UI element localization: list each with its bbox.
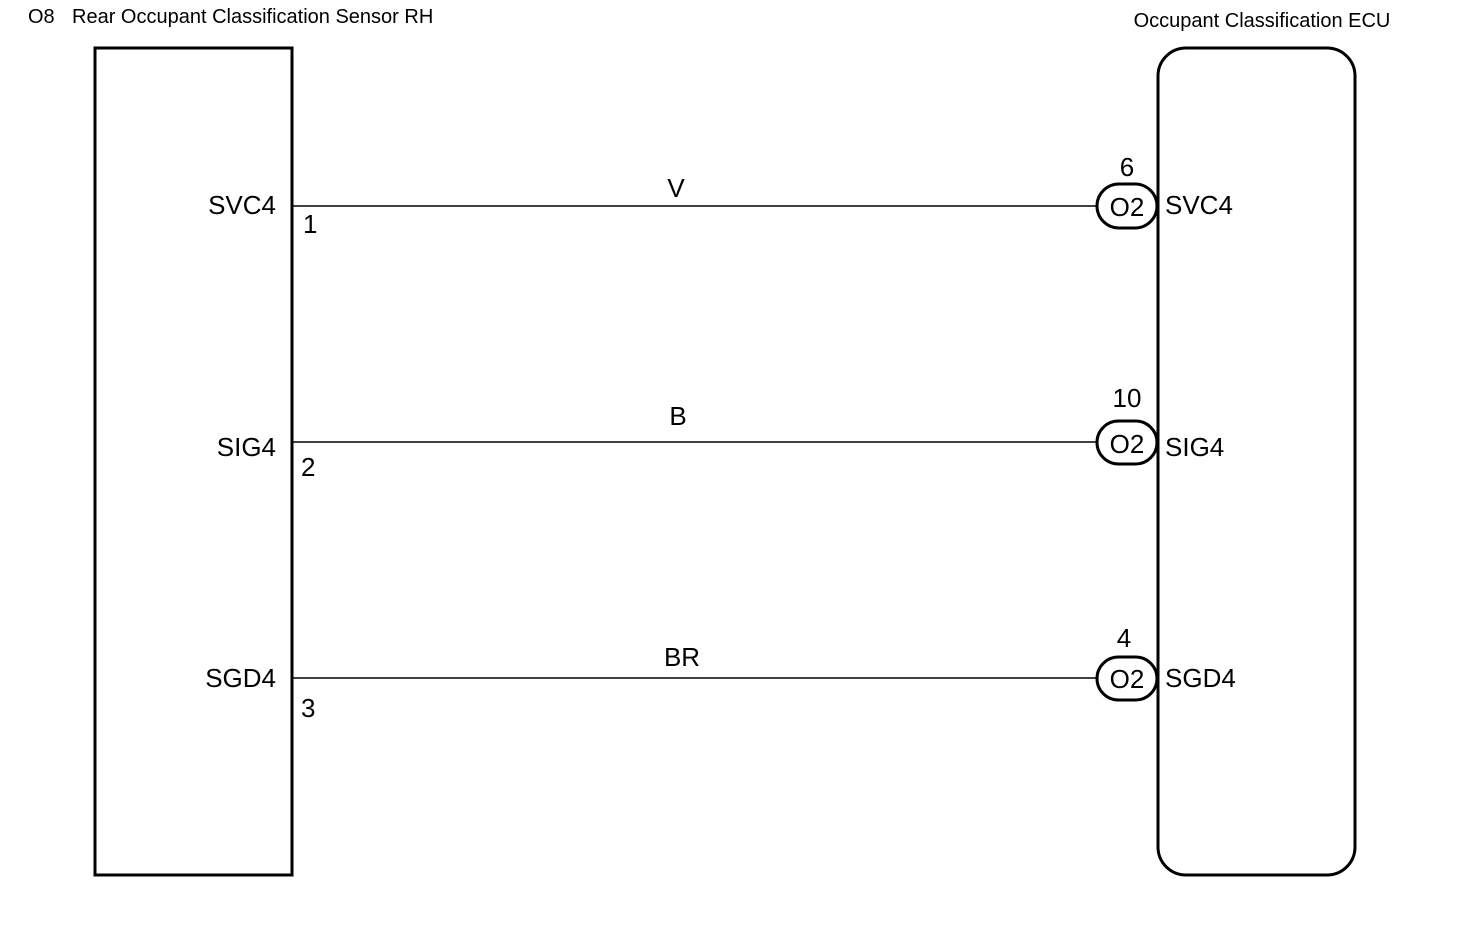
connection-row-1: SVC4 1 V 6 O2 SVC4	[208, 152, 1233, 239]
right-pin-number: 4	[1117, 623, 1131, 653]
left-pin-number: 3	[301, 693, 315, 723]
left-terminal-label: SIG4	[217, 432, 276, 462]
wire-color-label: BR	[664, 642, 700, 672]
right-pin-number: 10	[1113, 383, 1142, 413]
sensor-box	[93, 46, 294, 877]
wire-color-label: B	[669, 401, 686, 431]
connector-pill	[1095, 419, 1159, 466]
connector-pill	[1095, 182, 1159, 230]
left-component-code: O8	[28, 6, 55, 28]
right-pin-number: 6	[1120, 152, 1134, 182]
left-pin-number: 2	[301, 452, 315, 482]
ecu-box	[1156, 46, 1357, 877]
right-terminal-label: SVC4	[1165, 190, 1233, 220]
connector-label: O2	[1110, 192, 1145, 222]
wire-color-label: V	[667, 173, 685, 203]
connection-row-2: SIG4 2 B 10 O2 SIG4	[217, 383, 1225, 482]
connector-label: O2	[1110, 664, 1145, 694]
right-terminal-label: SGD4	[1165, 663, 1236, 693]
left-terminal-label: SGD4	[205, 663, 276, 693]
connector-label: O2	[1110, 429, 1145, 459]
left-terminal-label: SVC4	[208, 190, 276, 220]
connector-pill	[1095, 655, 1159, 702]
left-component-name: Rear Occupant Classification Sensor RH	[72, 6, 433, 28]
left-pin-number: 1	[303, 209, 317, 239]
right-terminal-label: SIG4	[1165, 432, 1224, 462]
right-component-name: Occupant Classification ECU	[1134, 10, 1391, 32]
connection-row-3: SGD4 3 BR 4 O2 SGD4	[205, 623, 1236, 723]
